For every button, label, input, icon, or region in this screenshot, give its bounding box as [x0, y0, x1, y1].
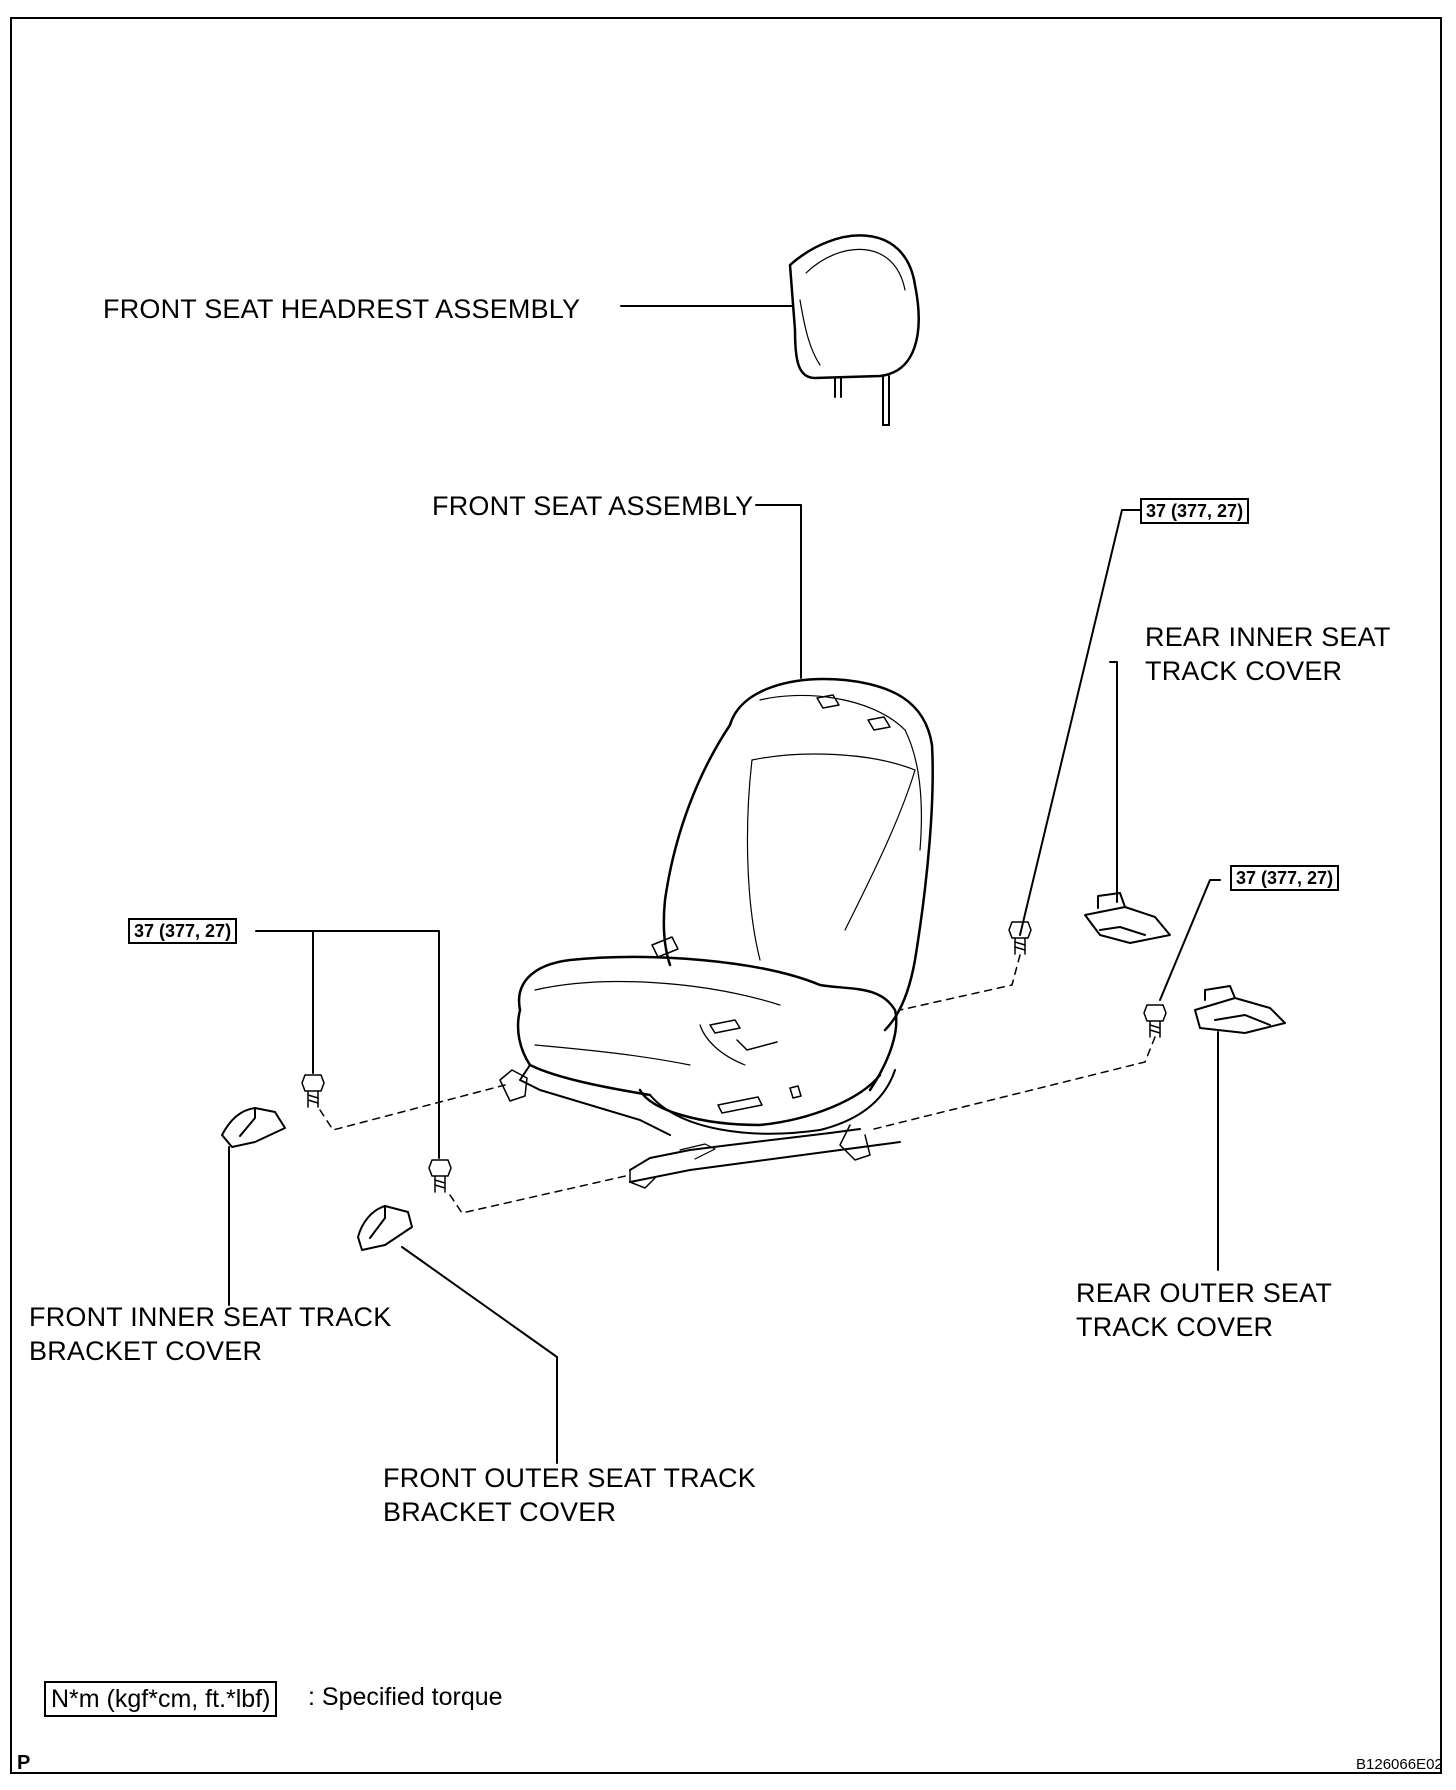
rear-inner-torque-box: 37 (377, 27): [1140, 498, 1250, 524]
rear-outer-torque-leader: [1159, 879, 1221, 1001]
rear-outer-label-line2: TRACK COVER: [1076, 1312, 1274, 1342]
figure-code: B126066E02: [1356, 1756, 1443, 1773]
rear-inner-label-line2: TRACK COVER: [1145, 656, 1343, 686]
front-outer-leader: [401, 1246, 558, 1464]
front-outer-cover-drawing: [357, 1205, 413, 1251]
rear-inner-cover-drawing: [1084, 892, 1171, 944]
diagram-frame: [10, 17, 1442, 1774]
rear-outer-cover-drawing: [1194, 985, 1286, 1034]
rear-outer-torque-box: 37 (377, 27): [1230, 865, 1340, 891]
installation-dashed-lines: [319, 954, 1156, 1214]
front-inner-label-line1: FRONT INNER SEAT TRACK: [29, 1302, 392, 1332]
headrest-label: FRONT SEAT HEADREST ASSEMBLY: [103, 294, 581, 324]
front-inner-cover-drawing: [221, 1107, 286, 1148]
front-torque-box: 37 (377, 27): [128, 918, 238, 944]
seat-label: FRONT SEAT ASSEMBLY: [432, 491, 754, 521]
front-inner-label-line2: BRACKET COVER: [29, 1336, 263, 1366]
front-outer-label-line2: BRACKET COVER: [383, 1497, 617, 1527]
legend-text: : Specified torque: [308, 1683, 503, 1711]
seat-drawing: [499, 677, 934, 1189]
headrest-drawing: [788, 234, 920, 426]
rear-inner-torque-leader: [1019, 509, 1141, 936]
rear-inner-label-line1: REAR INNER SEAT: [1145, 622, 1391, 652]
rear-outer-label-line1: REAR OUTER SEAT: [1076, 1278, 1333, 1308]
bolts: [301, 921, 1167, 1193]
front-outer-label-line1: FRONT OUTER SEAT TRACK: [383, 1463, 756, 1493]
corner-letter: P: [17, 1752, 31, 1774]
seat-leader: [755, 504, 802, 679]
front-outer-torque-leader: [255, 930, 440, 1159]
legend-unit-box: N*m (kgf*cm, ft.*lbf): [44, 1681, 278, 1717]
